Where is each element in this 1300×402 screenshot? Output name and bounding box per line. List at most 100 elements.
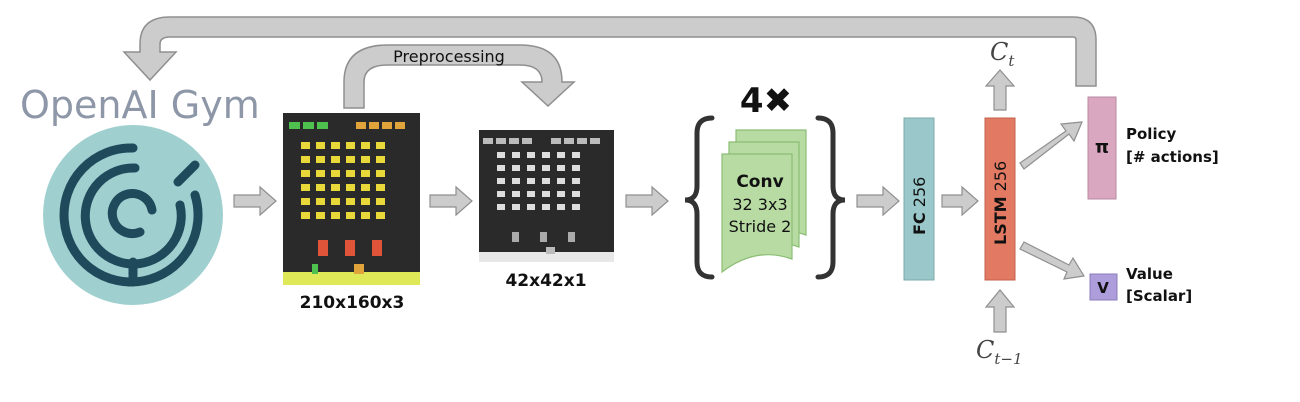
sprite-pixel xyxy=(316,142,325,149)
sprite-pixel xyxy=(369,122,379,129)
value-sub: [Scalar] xyxy=(1126,287,1192,305)
fc-layer xyxy=(903,117,935,281)
value-label: Value xyxy=(1126,265,1173,283)
sprite-pixel xyxy=(317,122,328,129)
sprite-pixel xyxy=(512,191,520,197)
sprite-pixel xyxy=(542,204,550,210)
sprite-pixel xyxy=(522,138,532,144)
sprite-pixel xyxy=(497,178,505,184)
sprite-pixel xyxy=(346,184,355,191)
conv-repeat-count: 4✖ xyxy=(740,81,792,121)
arrow-lstm-to-value xyxy=(1019,241,1085,280)
sprite-pixel xyxy=(376,198,385,205)
sprite-pixel xyxy=(527,191,535,197)
sprite-pixel xyxy=(382,122,392,129)
sprite-pixel xyxy=(361,198,370,205)
sprite-pixel xyxy=(497,191,505,197)
sprite-pixel xyxy=(512,178,520,184)
arrow-lstm-to-ct xyxy=(984,69,1016,111)
sprite-pixel xyxy=(346,156,355,163)
policy-label: Policy xyxy=(1126,125,1176,143)
arrow-processed-to-conv xyxy=(625,185,669,217)
sprite-pixel xyxy=(395,122,405,129)
sprite-pixel xyxy=(572,191,580,197)
sprite-pixel xyxy=(346,142,355,149)
sprite-pixel xyxy=(376,170,385,177)
sprite-pixel xyxy=(590,138,600,144)
processed-frame-dims: 42x42x1 xyxy=(505,271,586,291)
arrow-lstm-to-policy xyxy=(1019,121,1083,170)
sprite-pixel xyxy=(497,165,505,171)
sprite-pixel xyxy=(316,184,325,191)
sprite-pixel xyxy=(527,152,535,158)
sprite-pixel xyxy=(483,138,493,144)
sprite-pixel xyxy=(346,198,355,205)
value-output xyxy=(1089,273,1118,301)
arrow-raw-to-processed xyxy=(429,185,473,217)
sprite-pixel xyxy=(542,152,550,158)
fc-units: 256 xyxy=(910,177,929,208)
sprite-pixel xyxy=(509,138,519,144)
arrow-ctminus1-to-lstm xyxy=(984,289,1016,333)
sprite-pixel xyxy=(331,198,340,205)
sprite-pixel xyxy=(376,212,385,219)
gym-logo xyxy=(43,125,223,305)
left-brace xyxy=(684,115,715,280)
sprite-pixel xyxy=(331,184,340,191)
sprite-pixel xyxy=(331,170,340,177)
policy-symbol: π xyxy=(1095,137,1109,158)
sprite-pixel xyxy=(331,156,340,163)
value-symbol: V xyxy=(1097,279,1109,297)
sprite-pixel xyxy=(361,184,370,191)
sprite-pixel xyxy=(301,212,310,219)
sprite-pixel xyxy=(527,165,535,171)
conv-filters: 32 3x3 xyxy=(732,195,787,214)
sprite-pixel xyxy=(361,212,370,219)
conv-layer-card xyxy=(721,153,793,274)
cell-state-out: Ct xyxy=(990,38,1015,70)
sprite-pixel xyxy=(346,212,355,219)
cell-state-in: Ct−1 xyxy=(976,336,1023,368)
sprite-pixel xyxy=(542,165,550,171)
sprite-pixel xyxy=(361,142,370,149)
arrow-fc-to-lstm xyxy=(941,185,979,217)
sprite-pixel xyxy=(564,138,574,144)
preprocessing-label: Preprocessing xyxy=(393,47,505,66)
policy-sub: [# actions] xyxy=(1126,148,1219,166)
policy-output xyxy=(1087,96,1117,200)
sprite-pixel xyxy=(361,170,370,177)
sprite-pixel xyxy=(331,142,340,149)
sprite-pixel xyxy=(496,138,506,144)
sprite-pixel xyxy=(572,178,580,184)
sprite-pixel xyxy=(316,156,325,163)
sprite-pixel xyxy=(551,138,561,144)
conv-stride: Stride 2 xyxy=(729,217,792,236)
sprite-pixel xyxy=(301,142,310,149)
sprite-pixel xyxy=(301,198,310,205)
lstm-name: LSTM xyxy=(991,196,1010,245)
sprite-pixel xyxy=(557,191,565,197)
gym-title: OpenAI Gym xyxy=(20,83,260,127)
sprite-pixel xyxy=(497,152,505,158)
sprite-pixel xyxy=(301,170,310,177)
sprite-pixel xyxy=(512,165,520,171)
sprite-pixel xyxy=(346,170,355,177)
raw-frame-dims: 210x160x3 xyxy=(300,293,405,313)
sprite-pixel xyxy=(572,152,580,158)
sprite-pixel xyxy=(512,204,520,210)
sprite-pixel xyxy=(356,122,366,129)
sprite-pixel xyxy=(289,122,300,129)
sprite-pixel xyxy=(301,184,310,191)
sprite-pixel xyxy=(316,212,325,219)
arrow-gym-to-frame xyxy=(233,185,277,217)
sprite-pixel xyxy=(572,165,580,171)
feedback-arrow xyxy=(122,16,1097,87)
fc-name: FC xyxy=(910,212,929,235)
lstm-layer xyxy=(984,117,1016,281)
sprite-pixel xyxy=(316,170,325,177)
sprite-pixel xyxy=(542,191,550,197)
sprite-pixel xyxy=(557,165,565,171)
svg-text:LSTM 256: LSTM 256 xyxy=(991,161,1010,245)
right-brace xyxy=(815,115,846,280)
